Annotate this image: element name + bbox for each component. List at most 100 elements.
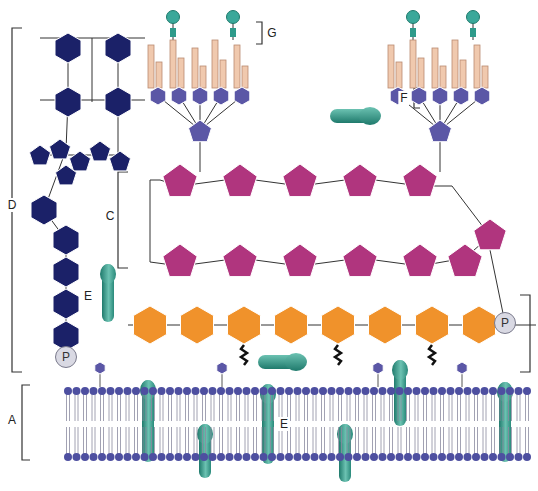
lipid-tail bbox=[222, 427, 223, 454]
lipid-tail bbox=[92, 394, 93, 421]
lipid-tail bbox=[389, 394, 390, 421]
cellulose-unit bbox=[275, 306, 308, 344]
lipid-head bbox=[141, 387, 149, 395]
lipid-tail bbox=[423, 394, 424, 421]
lipid-tail bbox=[426, 394, 427, 421]
lipid-tail bbox=[112, 427, 113, 454]
lipid-tail bbox=[355, 427, 356, 454]
lipid-head bbox=[81, 453, 89, 461]
lipid-tail bbox=[137, 427, 138, 454]
lipid-head bbox=[506, 453, 514, 461]
lipid-tail bbox=[188, 427, 189, 454]
lipid-tail bbox=[321, 427, 322, 454]
lipid-head bbox=[430, 387, 438, 395]
cellulose-unit bbox=[416, 306, 449, 344]
lipid-head bbox=[447, 387, 455, 395]
lipid-tail bbox=[117, 394, 118, 421]
lipid-head bbox=[149, 453, 157, 461]
lipid-tail bbox=[415, 394, 416, 421]
lipid-tail bbox=[265, 427, 266, 454]
lipid-tail bbox=[120, 394, 121, 421]
lipid-head bbox=[251, 387, 259, 395]
lipid-tail bbox=[78, 394, 79, 421]
lipid-tail bbox=[341, 427, 342, 454]
lipid-tail bbox=[483, 427, 484, 454]
lipid-head bbox=[464, 453, 472, 461]
lipid-head bbox=[73, 453, 81, 461]
lipid-tail bbox=[103, 427, 104, 454]
lipid-tail bbox=[398, 394, 399, 421]
lipid-head bbox=[464, 387, 472, 395]
lipid-head bbox=[472, 453, 480, 461]
lipid-tail bbox=[163, 427, 164, 454]
lipid-tail bbox=[452, 394, 453, 421]
lipid-head bbox=[438, 387, 446, 395]
lipid-tail bbox=[477, 394, 478, 421]
lipid-tail bbox=[205, 427, 206, 454]
lipid-tail bbox=[245, 394, 246, 421]
membrane-protein bbox=[337, 424, 353, 444]
part-letter: E bbox=[82, 289, 94, 303]
protein bbox=[285, 353, 307, 371]
lipid-tail bbox=[511, 394, 512, 421]
lipid-head bbox=[345, 387, 353, 395]
lipid-tail bbox=[231, 394, 232, 421]
lipid-tail bbox=[418, 427, 419, 454]
lipid-head bbox=[319, 387, 327, 395]
lipid-tail bbox=[517, 427, 518, 454]
peptide-bar bbox=[234, 45, 240, 88]
lipid-tail bbox=[338, 427, 339, 454]
lipid-tail bbox=[253, 394, 254, 421]
lipid-tail bbox=[324, 427, 325, 454]
lipid-head bbox=[243, 387, 251, 395]
galacturonan-unit bbox=[448, 244, 482, 277]
lipid-head bbox=[370, 453, 378, 461]
lipid-tail bbox=[321, 394, 322, 421]
lipid-head bbox=[336, 387, 344, 395]
lipid-tail bbox=[134, 427, 135, 454]
lipid-tail bbox=[469, 427, 470, 454]
arabinan-unit bbox=[50, 139, 71, 159]
lipid-tail bbox=[146, 394, 147, 421]
lipid-tail bbox=[143, 427, 144, 454]
peptide-bar bbox=[418, 58, 424, 88]
lipid-head bbox=[226, 453, 234, 461]
peptide-bar bbox=[220, 60, 226, 88]
lipid-tail bbox=[95, 427, 96, 454]
phosphate-circle: P bbox=[55, 346, 77, 368]
lipid-head bbox=[200, 453, 208, 461]
rhamnogalacturonan-unit bbox=[105, 33, 131, 63]
lipid-tail bbox=[392, 427, 393, 454]
lipid-head bbox=[158, 387, 166, 395]
lipid-tail bbox=[500, 394, 501, 421]
lipid-tail bbox=[423, 427, 424, 454]
branch-sugar bbox=[213, 87, 229, 105]
lipid-tail bbox=[341, 394, 342, 421]
lipid-tail bbox=[287, 427, 288, 454]
terminal-sugar bbox=[467, 11, 480, 24]
lipid-tail bbox=[219, 394, 220, 421]
lipid-head bbox=[124, 387, 132, 395]
lipid-tail bbox=[508, 394, 509, 421]
lipid-head bbox=[523, 453, 531, 461]
lipid-tail bbox=[469, 394, 470, 421]
lipid-tail bbox=[129, 427, 130, 454]
lipid-tail bbox=[367, 427, 368, 454]
lipid-head bbox=[328, 453, 336, 461]
lipid-tail bbox=[95, 394, 96, 421]
lipid-tail bbox=[202, 394, 203, 421]
lipid-tail bbox=[491, 427, 492, 454]
peptide-bar bbox=[148, 45, 154, 88]
lipid-head bbox=[498, 453, 506, 461]
lipid-head bbox=[209, 453, 217, 461]
lipid-head bbox=[107, 453, 115, 461]
lipid-tail bbox=[372, 394, 373, 421]
peptide-bar bbox=[192, 48, 198, 88]
lipid-tail bbox=[256, 427, 257, 454]
lipid-anchor bbox=[429, 345, 435, 365]
lipid-tail bbox=[253, 427, 254, 454]
lipid-tail bbox=[154, 427, 155, 454]
lipid-head bbox=[260, 387, 268, 395]
lipid-head bbox=[455, 453, 463, 461]
